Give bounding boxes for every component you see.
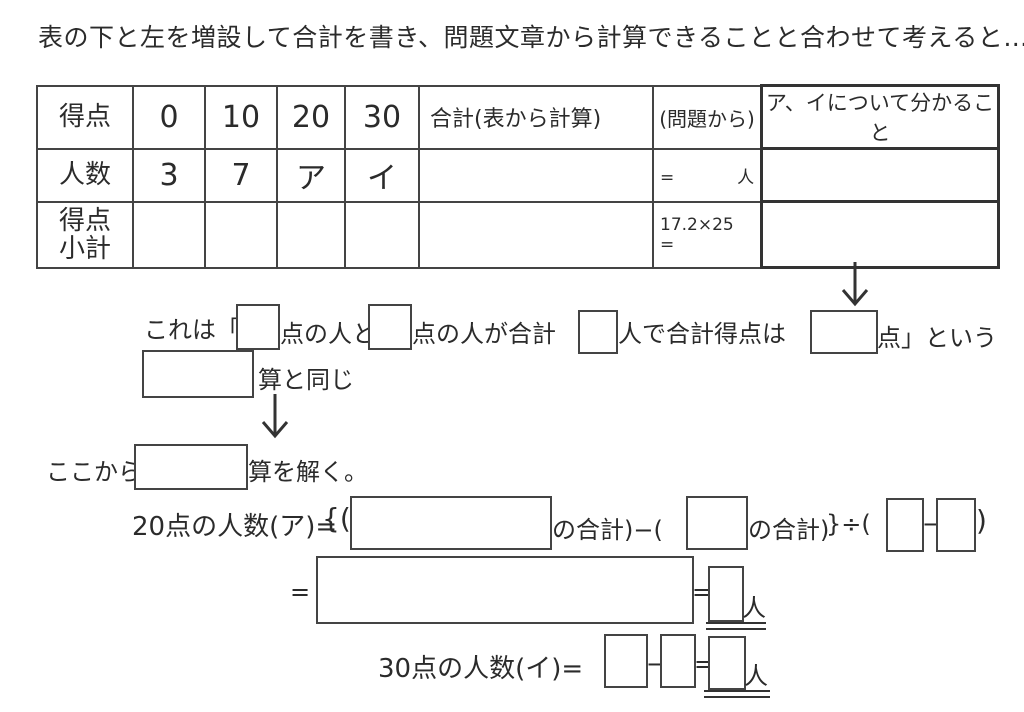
- blank-method-1[interactable]: [142, 350, 254, 398]
- blank-total-score[interactable]: [810, 310, 878, 354]
- subtotal-label-line1: 得点: [58, 205, 111, 236]
- down-arrow-icon: [261, 394, 289, 439]
- subtotal-eq: =: [660, 234, 675, 255]
- sentence-part3: 点の人が合計: [412, 320, 556, 348]
- count-problem-cell[interactable]: = 人: [652, 147, 763, 203]
- eq3-lhs: 30点の人数(イ)=: [378, 654, 584, 684]
- blank-known-sum[interactable]: [686, 496, 748, 550]
- blank-divisor-b[interactable]: [936, 498, 976, 552]
- score-20: 20: [276, 84, 346, 150]
- count-0: 3: [132, 147, 206, 203]
- subtotal-0[interactable]: [132, 200, 206, 269]
- eq3-unit: 人: [744, 662, 768, 690]
- count-sum-cell[interactable]: [418, 147, 654, 203]
- blank-method-2[interactable]: [134, 444, 248, 490]
- sentence-part5: 点」という: [877, 324, 997, 352]
- score-0: 0: [132, 84, 206, 150]
- score-table: 得点 0 10 20 30 合計(表から計算) (問題から) ア、イについて分か…: [36, 84, 1000, 269]
- table-row-score: 得点 0 10 20 30 合計(表から計算) (問題から) ア、イについて分か…: [36, 84, 1000, 150]
- subtotal-20[interactable]: [276, 200, 346, 269]
- count-eq: =: [660, 167, 675, 188]
- problem-header: (問題から): [652, 84, 763, 150]
- score-30: 30: [344, 84, 420, 150]
- subtotal-sum-cell[interactable]: [418, 200, 654, 269]
- table-row-subtotal: 得点 小計 17.2×25 =: [36, 200, 1000, 269]
- eq2-unit: 人: [742, 594, 766, 622]
- count-20: ア: [276, 147, 346, 203]
- know-header: ア、イについて分かること: [760, 84, 1000, 150]
- subtotal-formula: 17.2×25: [660, 214, 734, 235]
- step2-suffix: 算を解く。: [248, 458, 368, 486]
- score-10: 10: [204, 84, 278, 150]
- sum-header: 合計(表から計算): [418, 84, 654, 150]
- count-know-cell[interactable]: [760, 147, 1000, 203]
- count-unit: 人: [737, 167, 755, 188]
- blank-people-total[interactable]: [578, 310, 618, 354]
- blank-divisor-a[interactable]: [886, 498, 924, 552]
- eq2-eq: =: [290, 578, 311, 606]
- sentence-part1: これは「: [144, 316, 240, 344]
- down-arrow-icon: [841, 262, 869, 307]
- answer-a-underline: [706, 622, 766, 624]
- count-10: 7: [204, 147, 278, 203]
- blank-calc-result[interactable]: [316, 556, 694, 624]
- sentence-part6: 算と同じ: [258, 366, 354, 394]
- subtotal-label: 得点 小計: [36, 200, 134, 269]
- count-label: 人数: [36, 147, 134, 203]
- subtotal-30[interactable]: [344, 200, 420, 269]
- eq1-close: ): [976, 504, 987, 537]
- sentence-part4: 人で合計得点は: [618, 320, 786, 348]
- worksheet-title: 表の下と左を増設して合計を書き、問題文章から計算できることと合わせて考えると…: [38, 23, 1024, 52]
- blank-score-a[interactable]: [236, 304, 280, 350]
- eq1-sum1: の合計)−(: [552, 516, 663, 544]
- table-row-count: 人数 3 7 ア イ = 人: [36, 147, 1000, 203]
- blank-answer-a[interactable]: [708, 566, 744, 622]
- eq2-eq-right: =: [692, 578, 713, 606]
- blank-total-people-score[interactable]: [350, 496, 552, 550]
- eq1-open: {(: [322, 502, 351, 535]
- eq1-div: }÷(: [826, 510, 871, 538]
- answer-b-underline: [704, 696, 770, 698]
- blank-total-people[interactable]: [604, 634, 648, 688]
- answer-a-underline: [706, 628, 766, 630]
- eq1-lhs: 20点の人数(ア)=: [132, 512, 338, 542]
- sentence-part2: 点の人と: [280, 320, 376, 348]
- eq1-sum2: の合計): [748, 516, 830, 544]
- header-label-score: 得点: [36, 84, 134, 150]
- blank-answer-b[interactable]: [708, 636, 746, 690]
- subtotal-label-line2: 小計: [58, 233, 111, 264]
- subtotal-know-cell[interactable]: [760, 200, 1000, 269]
- blank-known-people[interactable]: [660, 634, 696, 688]
- answer-b-underline: [704, 690, 770, 692]
- subtotal-problem-cell[interactable]: 17.2×25 =: [652, 200, 763, 269]
- count-30: イ: [344, 147, 420, 203]
- subtotal-10[interactable]: [204, 200, 278, 269]
- step2-prefix: ここから: [46, 458, 142, 486]
- blank-score-b[interactable]: [368, 304, 412, 350]
